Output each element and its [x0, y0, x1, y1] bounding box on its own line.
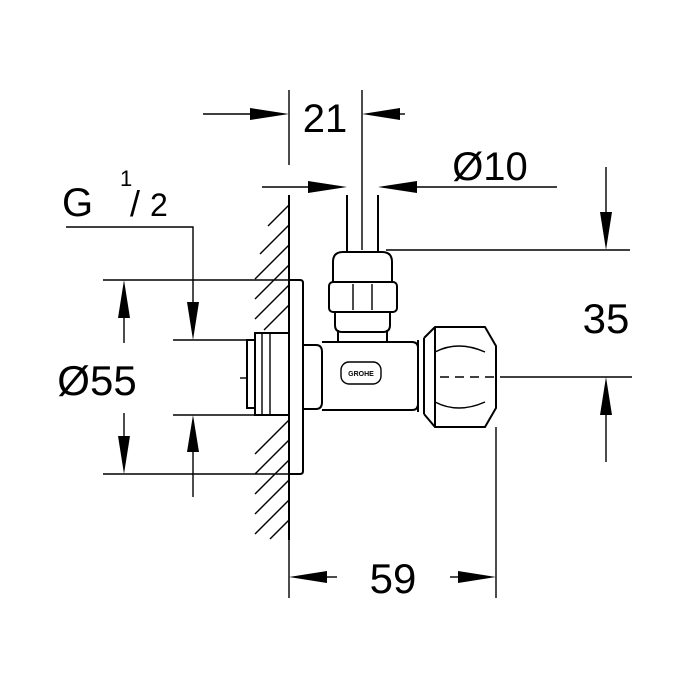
dimension-35: 35: [386, 167, 632, 462]
side-outlet: [417, 326, 500, 428]
grohe-logo: GROHE: [348, 371, 374, 378]
dim-21-label: 21: [303, 97, 348, 141]
dim-g-den: 2: [150, 187, 168, 223]
thread-tail: [240, 332, 290, 416]
dim-d10-label: Ø10: [452, 145, 528, 189]
top-connection: [328, 195, 398, 333]
dim-35-label: 35: [583, 295, 630, 342]
dimension-g12: G 1 / 2: [62, 166, 255, 497]
dim-d55-label: Ø55: [57, 357, 136, 404]
dimension-21: 21: [203, 90, 405, 250]
dim-g-slash: /: [130, 183, 140, 224]
flange: [289, 279, 304, 475]
valve-body: GROHE: [303, 330, 419, 411]
dim-g-num: 1: [120, 166, 132, 191]
dim-59-label: 59: [370, 555, 417, 602]
dimension-59: 59: [288, 427, 497, 602]
dim-g-label: G: [62, 181, 93, 225]
dimension-d10: Ø10: [262, 145, 557, 193]
wall: [254, 195, 290, 540]
dimension-d55: Ø55: [57, 279, 289, 475]
